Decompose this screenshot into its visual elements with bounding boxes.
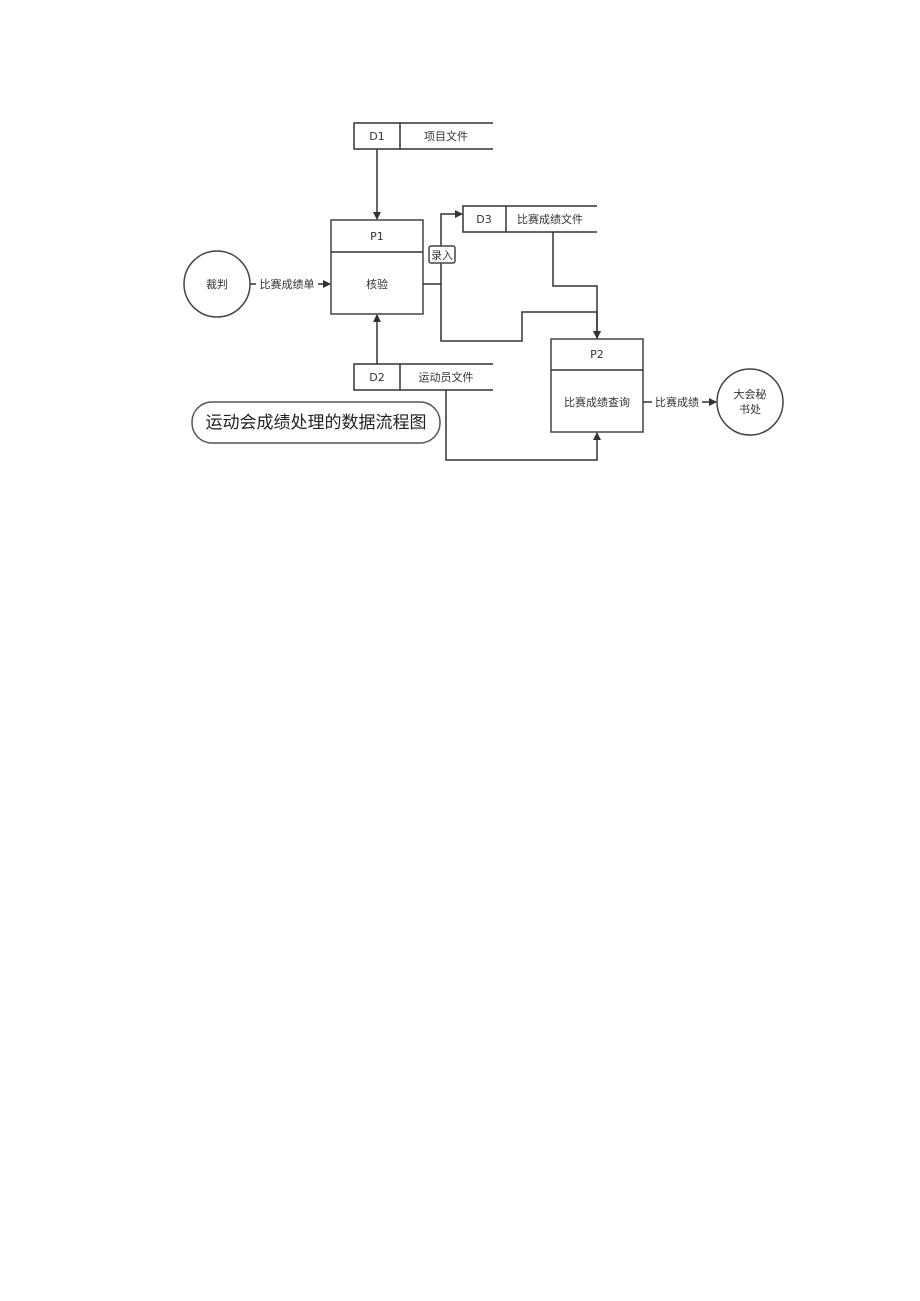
- p1-name: 核验: [366, 277, 388, 291]
- p2-id: P2: [590, 348, 604, 361]
- p1-id: P1: [370, 230, 384, 243]
- referee-name: 裁判: [206, 278, 228, 291]
- d1-name: 项目文件: [424, 129, 468, 143]
- data-store-d2: D2 运动员文件: [353, 363, 493, 391]
- d3-id: D3: [476, 213, 491, 226]
- d3-name: 比赛成绩文件: [517, 212, 583, 226]
- d2-id: D2: [369, 371, 384, 384]
- flow-scores: 比赛成绩: [643, 394, 717, 409]
- flow-record: 录入: [423, 210, 463, 285]
- flow-d2-to-p2: [445, 390, 601, 461]
- entity-referee: 裁判: [183, 250, 251, 318]
- data-store-d3: D3 比赛成绩文件: [462, 205, 597, 233]
- flow-score-sheet-label: 比赛成绩单: [260, 277, 315, 291]
- p2-name: 比赛成绩查询: [564, 395, 630, 409]
- flow-record-label: 录入: [431, 249, 453, 262]
- flow-d3-to-p2: [552, 232, 601, 339]
- process-p1: P1 核验: [330, 219, 424, 315]
- flow-p1-to-p2: [440, 284, 601, 342]
- diagram-title: 运动会成绩处理的数据流程图: [191, 401, 441, 444]
- d2-name: 运动员文件: [419, 370, 474, 384]
- d1-id: D1: [369, 130, 384, 143]
- flow-score-sheet: 比赛成绩单: [250, 276, 331, 291]
- diagram-title-text: 运动会成绩处理的数据流程图: [206, 413, 427, 433]
- entity-secretariat: 大会秘 书处: [716, 368, 784, 436]
- flow-scores-label: 比赛成绩: [655, 395, 699, 409]
- secretariat-line1: 大会秘: [734, 387, 767, 401]
- secretariat-line2: 书处: [739, 403, 761, 416]
- data-store-d1: D1 项目文件: [353, 122, 493, 150]
- process-p2: P2 比赛成绩查询: [550, 338, 644, 433]
